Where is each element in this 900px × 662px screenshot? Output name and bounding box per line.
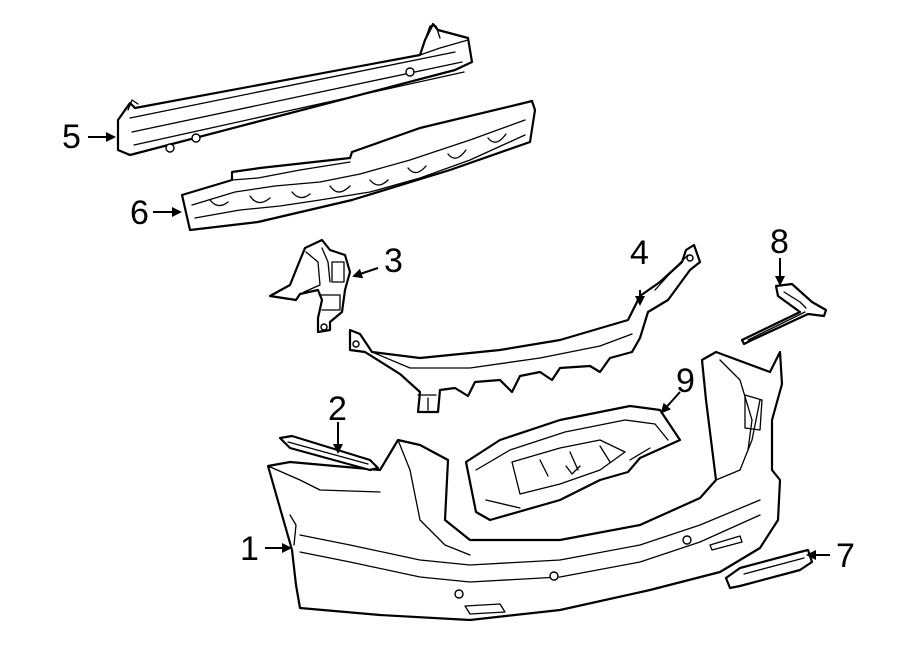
callout-1: 1 — [240, 530, 259, 568]
part-6-energy-absorber — [180, 99, 537, 232]
part-8-trim-strip — [740, 282, 828, 346]
part-2-trim-molding — [278, 434, 380, 472]
part-7-reflector — [724, 548, 814, 590]
callout-2: 2 — [328, 390, 347, 428]
part-9-tray — [464, 404, 682, 522]
part-4-upper-support — [348, 243, 702, 414]
callout-labels: 1 2 3 4 5 6 7 8 9 — [62, 118, 855, 575]
callout-4: 4 — [630, 234, 649, 272]
leader-9 — [660, 391, 681, 414]
callout-8: 8 — [770, 223, 789, 261]
callout-7: 7 — [836, 537, 855, 575]
callout-9: 9 — [676, 362, 695, 400]
callout-6: 6 — [130, 194, 149, 232]
callout-leaders — [88, 132, 830, 560]
leader-3 — [352, 267, 379, 279]
part-5-reinforcement-bar — [116, 22, 474, 157]
callout-5: 5 — [62, 118, 81, 156]
part-3-bracket — [268, 238, 352, 334]
part-1-bumper-cover — [266, 350, 784, 622]
callout-3: 3 — [384, 242, 403, 280]
